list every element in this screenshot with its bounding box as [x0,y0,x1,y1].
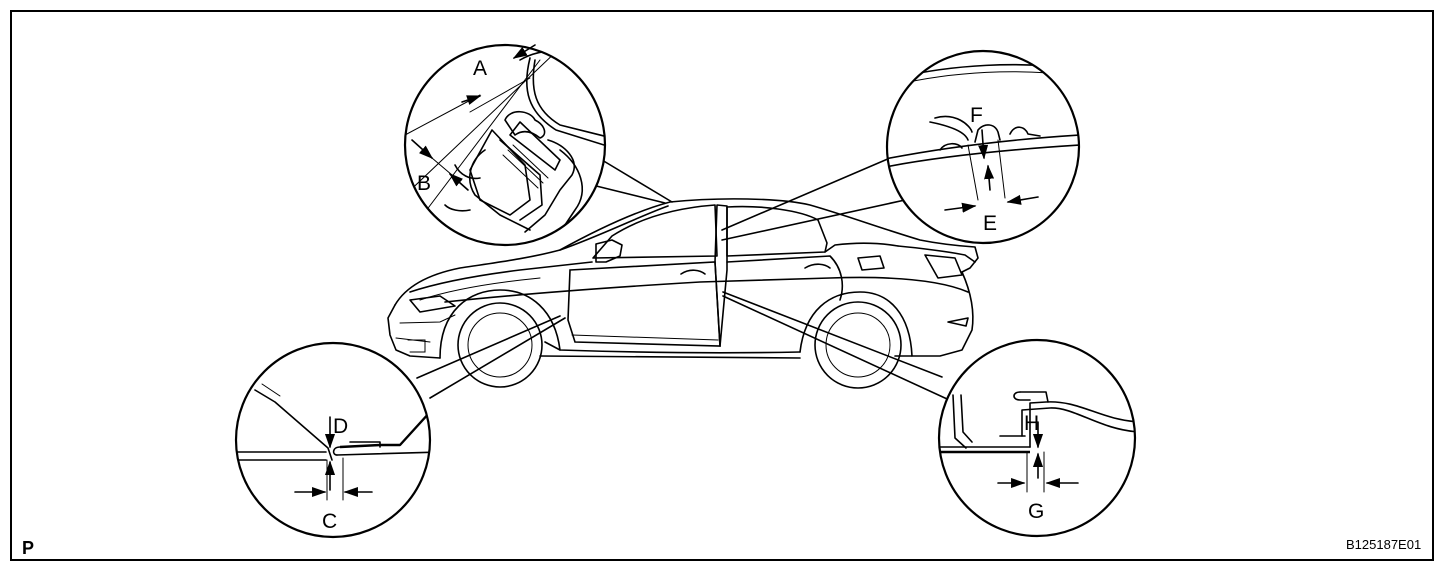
rear-wheel-arch [799,291,913,357]
callout-bottom-right: H G [937,338,1137,538]
car-illustration [387,198,979,389]
label-G: G [1028,500,1044,523]
rear-wheel [814,301,902,389]
label-C: C [322,510,337,533]
car-front-bumper [387,304,441,359]
car-roofline [394,198,979,306]
car-hood-line [409,261,593,293]
car-windshield [559,205,669,251]
leader-lines [416,157,959,405]
callout-top-left: A B [403,43,607,247]
diagram-frame [10,10,1434,561]
car-front-door [567,261,721,347]
callout-top-right: F E [885,49,1081,245]
label-A: A [473,57,487,80]
view-code-label: P [22,538,35,558]
label-E: E [983,212,997,235]
label-B: B [417,172,431,195]
label-F: F [970,104,983,127]
car-rear-window [726,205,828,257]
callout-bottom-left: D C [234,341,432,539]
car-side-line [444,276,969,303]
car-rear-bumper [894,271,974,357]
front-wheel-arch [439,289,561,359]
car-front-window [592,204,718,259]
figure-id-label: B125187E01 [1346,537,1422,552]
label-D: D [333,415,348,438]
car-side-mirror [595,239,623,263]
fuel-door [857,255,885,271]
label-H: H [1024,412,1039,435]
front-wheel [457,302,543,388]
car-trunk [897,245,976,263]
